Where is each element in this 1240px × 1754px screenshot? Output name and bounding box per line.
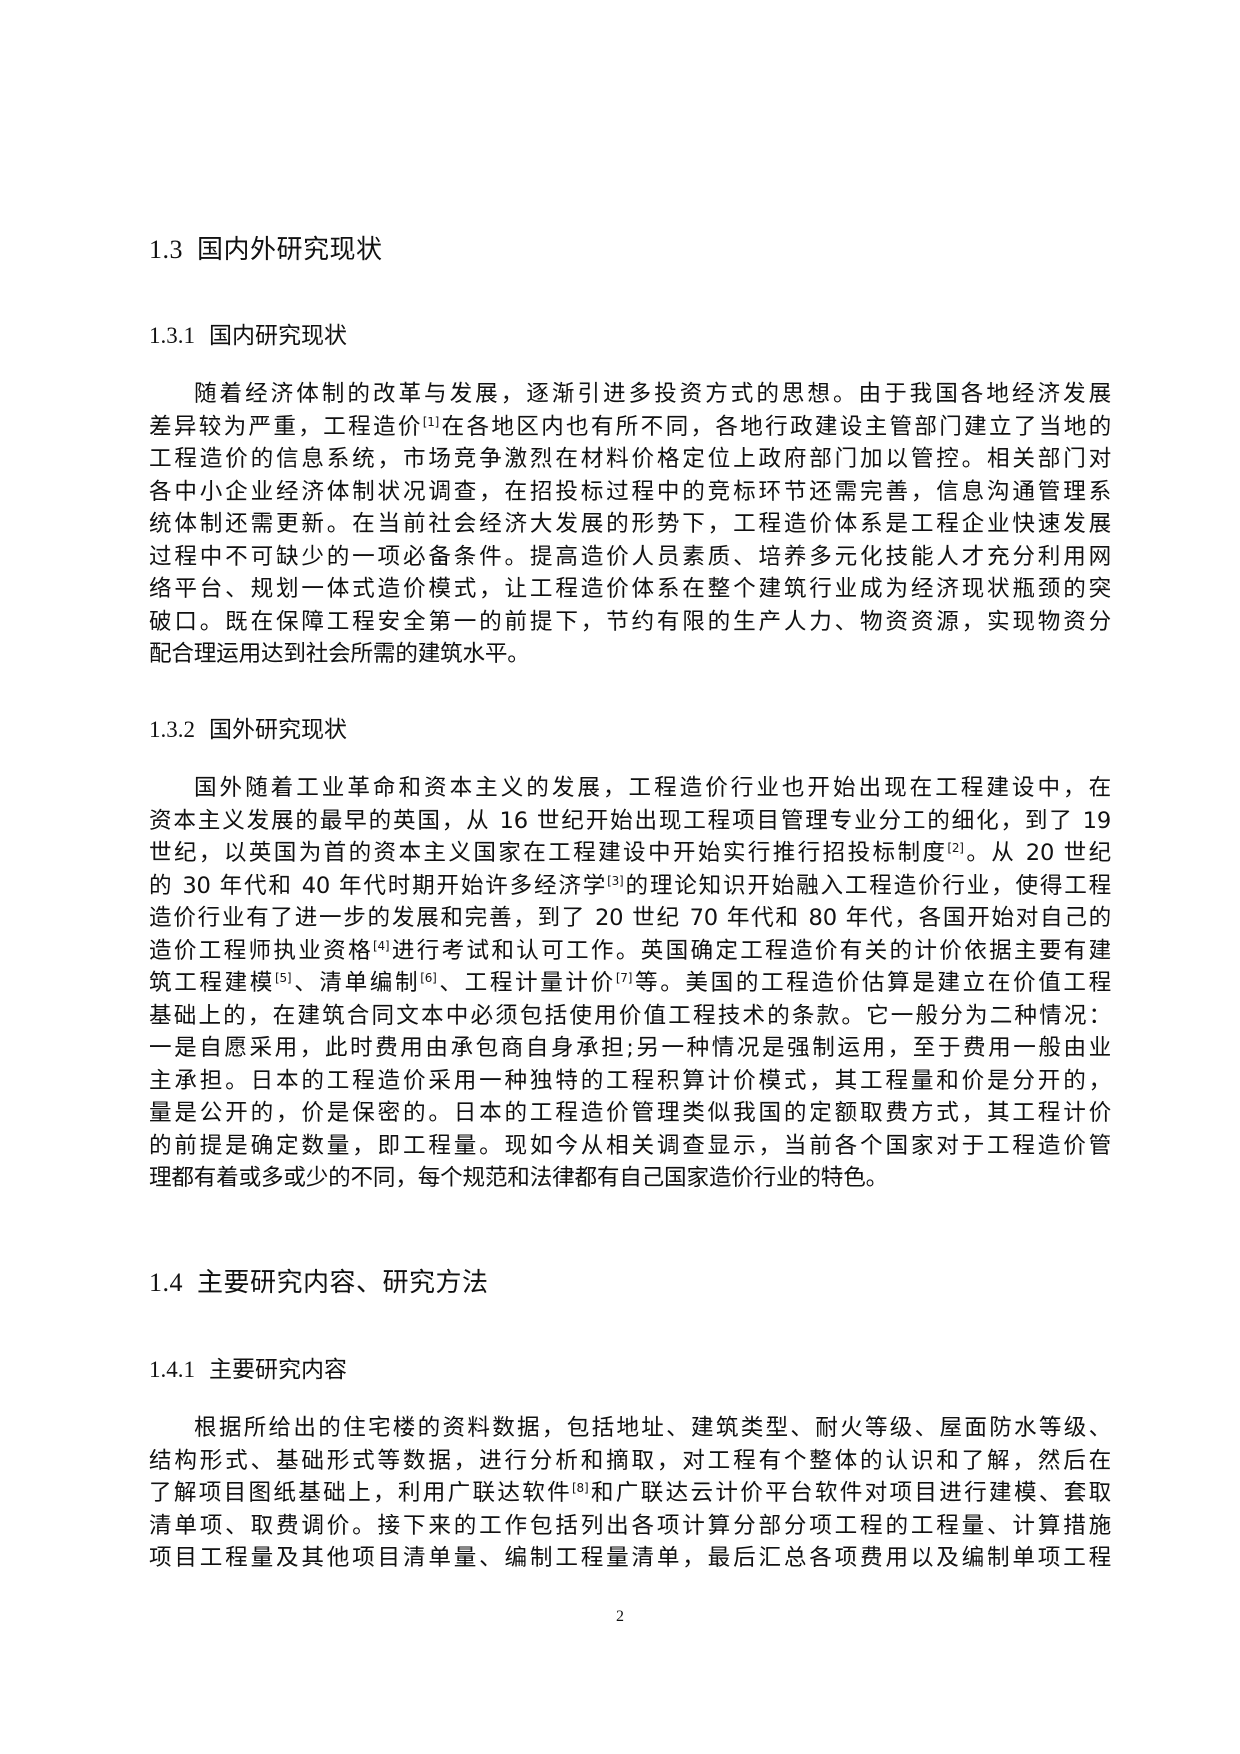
citation-ref[interactable]: [2] [947, 841, 964, 855]
heading-1-3-1: 1.3.1 国内研究现状 [149, 316, 347, 350]
section-number: 1.4.1 [149, 1357, 195, 1382]
text-line: 各中小企业经济体制状况调查，在招投标过程中的竞标环节还需完善，信息沟通管理系 [149, 478, 1111, 505]
text-line: 的前提是确定数量，即工程量。现如今从相关调查显示，当前各个国家对于工程造价管 [149, 1132, 1111, 1159]
text-line: 造价行业有了进一步的发展和完善，到了 20 世纪 70 年代和 80 年代，各国… [149, 905, 1111, 931]
citation-ref[interactable]: [6] [420, 971, 437, 985]
text-line: 过程中不可缺少的一项必备条件。提高造价人员素质、培养多元化技能人才充分利用网 [149, 543, 1111, 570]
text-line: 理都有着或多或少的不同，每个规范和法律都有自己国家造价行业的特色。 [149, 1165, 888, 1191]
section-number: 1.4 [149, 1268, 183, 1297]
text-line: 络平台、规划一体式造价模式，让工程造价体系在整个建筑行业成为经济现状瓶颈的突 [149, 576, 1111, 602]
paragraph-domestic-research: 随着经济体制的改革与发展，逐渐引进多投资方式的思想。由于我国各地经济发展差异较为… [149, 378, 1111, 671]
text-line: 资本主义发展的最早的英国，从 16 世纪开始出现工程项目管理专业分工的细化，到了… [149, 807, 1111, 834]
text-line: 根据所给出的住宅楼的资料数据，包括地址、建筑类型、耐火等级、屋面防水等级、 [194, 1415, 1111, 1441]
heading-1-3-2: 1.3.2 国外研究现状 [149, 710, 347, 744]
text-line: 一是自愿采用，此时费用由承包商自身承担;另一种情况是强制运用，至于费用一般由业 [149, 1035, 1111, 1061]
heading-1-4: 1.4 主要研究内容、研究方法 [149, 1262, 489, 1299]
section-title: 国外研究现状 [209, 717, 347, 742]
heading-1-4-1: 1.4.1 主要研究内容 [149, 1350, 347, 1384]
text-line: 量是公开的，价是保密的。日本的工程造价管理类似我国的定额取费方式，其工程计价 [149, 1100, 1111, 1126]
text-line: 随着经济体制的改革与发展，逐渐引进多投资方式的思想。由于我国各地经济发展 [194, 381, 1111, 407]
text-line: 统体制还需更新。在当前社会经济大发展的形势下，工程造价体系是工程企业快速发展 [149, 511, 1111, 537]
page-number: 2 [616, 1608, 624, 1625]
citation-ref[interactable]: [1] [422, 414, 440, 429]
paragraph-main-content: 根据所给出的住宅楼的资料数据，包括地址、建筑类型、耐火等级、屋面防水等级、结构形… [149, 1412, 1111, 1575]
text-line: 了解项目图纸基础上，利用广联达软件[8]和广联达云计价平台软件对项目进行建模、套… [149, 1480, 1111, 1506]
text-line: 国外随着工业革命和资本主义的发展，工程造价行业也开始出现在工程建设中，在 [194, 775, 1111, 801]
citation-ref[interactable]: [8] [572, 1481, 589, 1495]
section-number: 1.3.1 [149, 323, 195, 348]
text-line: 结构形式、基础形式等数据，进行分析和摘取，对工程有个整体的认识和了解，然后在 [149, 1447, 1111, 1474]
citation-ref[interactable]: [4] [372, 938, 390, 953]
section-title: 国内研究现状 [209, 323, 347, 348]
section-number: 1.3 [149, 235, 183, 264]
text-line: 筑工程建模[5]、清单编制[6]、工程计量计价[7]等。美国的工程造价估算是建立… [149, 970, 1112, 996]
section-title: 国内外研究现状 [197, 235, 383, 264]
text-line: 世纪，以英国为首的资本主义国家在工程建设中开始实行推行招投标制度[2]。从 20… [149, 840, 1112, 866]
text-line: 清单项、取费调价。接下来的工作包括列出各项计算分部分项工程的工程量、计算措施 [149, 1512, 1111, 1539]
citation-ref[interactable]: [7] [615, 971, 633, 985]
text-line: 的 30 年代和 40 年代时期开始许多经济学[3]的理论知识开始融入工程造价行… [149, 872, 1111, 899]
citation-ref[interactable]: [5] [275, 971, 292, 985]
heading-1-3: 1.3 国内外研究现状 [149, 229, 383, 266]
text-line: 破口。既在保障工程安全第一的前提下，节约有限的生产人力、物资资源，实现物资分 [149, 608, 1111, 635]
text-line: 基础上的，在建筑合同文本中必须包括使用价值工程技术的条款。它一般分为二种情况： [149, 1002, 1111, 1029]
paragraph-foreign-research: 国外随着工业革命和资本主义的发展，工程造价行业也开始出现在工程建设中，在资本主义… [149, 772, 1111, 1195]
section-title: 主要研究内容 [209, 1357, 347, 1382]
text-line: 差异较为严重，工程造价[1]在各地区内也有所不同，各地行政建设主管部门建立了当地… [149, 413, 1111, 440]
citation-ref[interactable]: [3] [607, 873, 624, 888]
text-line: 造价工程师执业资格[4]进行考试和认可工作。英国确定工程造价有关的计价依据主要有… [149, 937, 1112, 964]
text-line: 配合理运用达到社会所需的建筑水平。 [149, 641, 530, 667]
text-line: 主承担。日本的工程造价采用一种独特的工程积算计价模式，其工程量和价是分开的， [149, 1067, 1111, 1094]
section-title: 主要研究内容、研究方法 [197, 1268, 489, 1297]
text-line: 工程造价的信息系统，市场竞争激烈在材料价格定位上政府部门加以管控。相关部门对 [149, 446, 1111, 472]
section-number: 1.3.2 [149, 717, 195, 742]
text-line: 项目工程量及其他项目清单量、编制工程量清单，最后汇总各项费用以及编制单项工程 [149, 1545, 1111, 1571]
